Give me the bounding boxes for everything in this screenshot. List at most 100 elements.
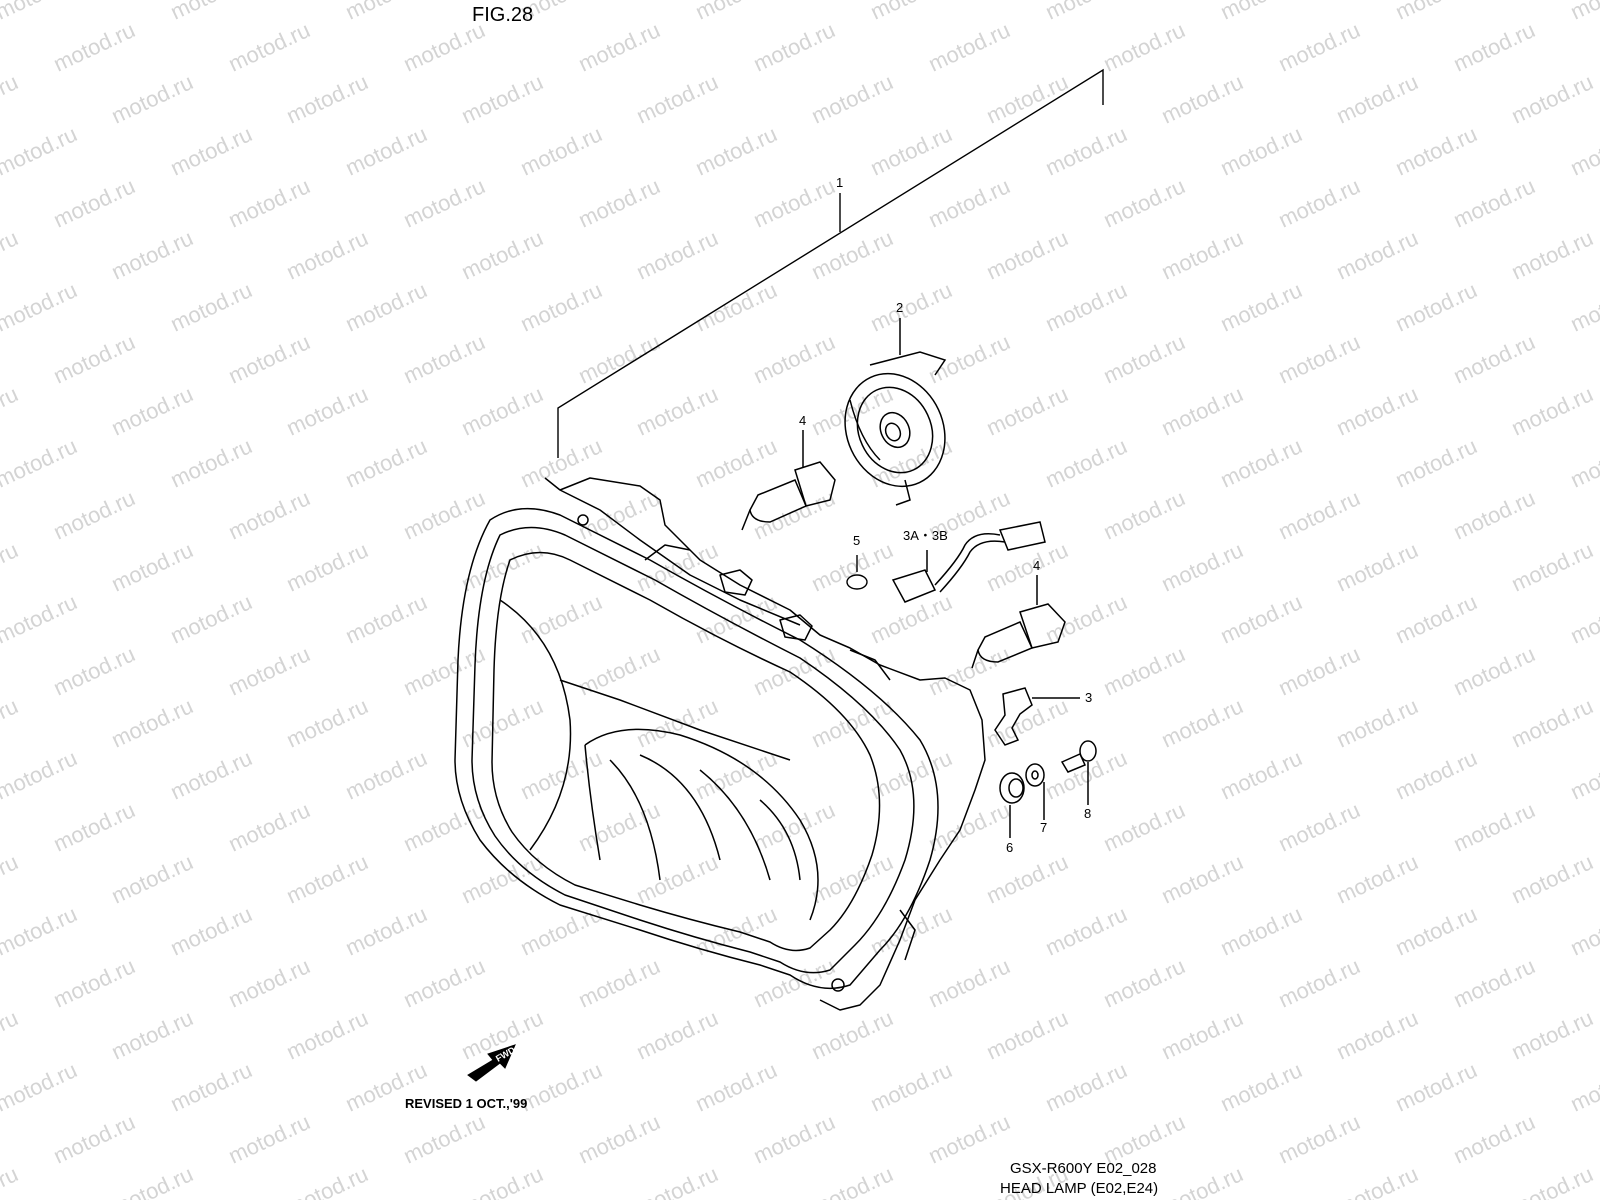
watermark-text: motod.ru [575, 1109, 664, 1168]
watermark-text: motod.ru [983, 225, 1072, 284]
watermark-text: motod.ru [1450, 173, 1539, 232]
watermark-text: motod.ru [0, 901, 81, 960]
watermark-text: motod.ru [575, 641, 664, 700]
watermark-text: motod.ru [458, 225, 547, 284]
watermark-text: motod.ru [225, 329, 314, 388]
watermark-text: motod.ru [517, 745, 606, 804]
watermark-text: motod.ru [808, 69, 897, 128]
watermark-text: motod.ru [1275, 17, 1364, 76]
watermark-text: motod.ru [0, 693, 22, 752]
watermark-text: motod.ru [1508, 225, 1597, 284]
watermark-text: motod.ru [692, 121, 781, 180]
watermark-text: motod.ru [108, 1005, 197, 1064]
parts-6-7-8-fasteners [999, 740, 1097, 838]
watermark-text: motod.ru [983, 849, 1072, 908]
watermark-text: motod.ru [108, 69, 197, 128]
watermark-text: motod.ru [1158, 1161, 1247, 1200]
watermark-text: motod.ru [0, 225, 22, 284]
watermark-text: motod.ru [1508, 381, 1597, 440]
watermark-text: motod.ru [750, 1109, 839, 1168]
watermark-text: motod.ru [575, 953, 664, 1012]
watermark-text: motod.ru [1275, 173, 1364, 232]
watermark-text: motod.ru [517, 901, 606, 960]
watermark-text: motod.ru [633, 69, 722, 128]
watermark-text: motod.ru [1450, 641, 1539, 700]
watermark-text: motod.ru [750, 485, 839, 544]
watermark-text: motod.ru [400, 953, 489, 1012]
watermark-text: motod.ru [225, 641, 314, 700]
callout-2: 2 [896, 300, 903, 315]
watermark-text: motod.ru [1158, 69, 1247, 128]
callout-4-upper: 4 [799, 413, 806, 428]
watermark-text: motod.ru [1333, 537, 1422, 596]
watermark-text: motod.ru [342, 433, 431, 492]
watermark-text: motod.ru [1042, 1057, 1131, 1116]
watermark-text: motod.ru [1333, 381, 1422, 440]
watermark-text: motod.ru [0, 277, 81, 336]
watermark-text: motod.ru [225, 17, 314, 76]
watermark-text: motod.ru [342, 0, 431, 25]
model-code: GSX-R600Y E02_028 [1010, 1160, 1157, 1177]
headlamp-assembly [454, 477, 986, 1011]
watermark-text: motod.ru [0, 537, 22, 596]
watermark-text: motod.ru [1158, 849, 1247, 908]
watermark-text: motod.ru [1567, 277, 1600, 336]
watermark-text: motod.ru [575, 17, 664, 76]
watermark-text: motod.ru [1275, 329, 1364, 388]
watermark-text: motod.ru [50, 173, 139, 232]
watermark-text: motod.ru [400, 1109, 489, 1168]
watermark-text: motod.ru [342, 277, 431, 336]
watermark-text: motod.ru [50, 17, 139, 76]
watermark-text: motod.ru [633, 1161, 722, 1200]
part-5-position-bulb [846, 555, 868, 590]
watermark-text: motod.ru [50, 641, 139, 700]
watermark-text: motod.ru [225, 173, 314, 232]
watermark-text: motod.ru [867, 277, 956, 336]
watermark-text: motod.ru [1100, 485, 1189, 544]
watermark-text: motod.ru [1333, 225, 1422, 284]
watermark-text: motod.ru [225, 485, 314, 544]
watermark-text: motod.ru [750, 17, 839, 76]
watermark-text: motod.ru [108, 849, 197, 908]
watermark-text: motod.ru [283, 225, 372, 284]
watermark-text: motod.ru [108, 693, 197, 752]
watermark-text: motod.ru [1450, 17, 1539, 76]
watermark-text: motod.ru [1508, 693, 1597, 752]
watermark-text: motod.ru [750, 173, 839, 232]
watermark-text: motod.ru [808, 381, 897, 440]
watermark-text: motod.ru [808, 225, 897, 284]
watermark-text: motod.ru [1042, 901, 1131, 960]
watermark-text: motod.ru [867, 1057, 956, 1116]
watermark-text: motod.ru [0, 433, 81, 492]
watermark-text: motod.ru [1100, 173, 1189, 232]
watermark-text: motod.ru [925, 329, 1014, 388]
callout-5: 5 [853, 533, 860, 548]
watermark-text: motod.ru [983, 69, 1072, 128]
watermark-text: motod.ru [633, 381, 722, 440]
watermark-text: motod.ru [750, 329, 839, 388]
watermark-text: motod.ru [1042, 745, 1131, 804]
watermark-text: motod.ru [167, 0, 256, 25]
watermark-text: motod.ru [692, 1057, 781, 1116]
watermark-text: motod.ru [0, 0, 81, 25]
watermark-text: motod.ru [1158, 537, 1247, 596]
watermark-text: motod.ru [167, 433, 256, 492]
watermark-text: motod.ru [1275, 953, 1364, 1012]
watermark-text: motod.ru [1392, 433, 1481, 492]
watermark-text: motod.ru [1333, 849, 1422, 908]
watermark-text: motod.ru [1567, 745, 1600, 804]
watermark-text: motod.ru [1508, 537, 1597, 596]
part-4-bulb-upper [741, 430, 836, 531]
watermark-text: motod.ru [1100, 797, 1189, 856]
diagram-title: HEAD LAMP (E02,E24) [1000, 1180, 1159, 1197]
watermark-text: motod.ru [867, 433, 956, 492]
watermark-text: motod.ru [1100, 329, 1189, 388]
watermark-text: motod.ru [225, 953, 314, 1012]
watermark-text: motod.ru [1392, 121, 1481, 180]
leader-part-1 [557, 68, 1104, 458]
callout-labels: 1 2 4 5 3A・3B 4 3 6 7 8 [799, 175, 1092, 855]
watermark-text: motod.ru [1508, 1005, 1597, 1064]
watermark-text: motod.ru [1100, 953, 1189, 1012]
watermark-text: motod.ru [1217, 277, 1306, 336]
